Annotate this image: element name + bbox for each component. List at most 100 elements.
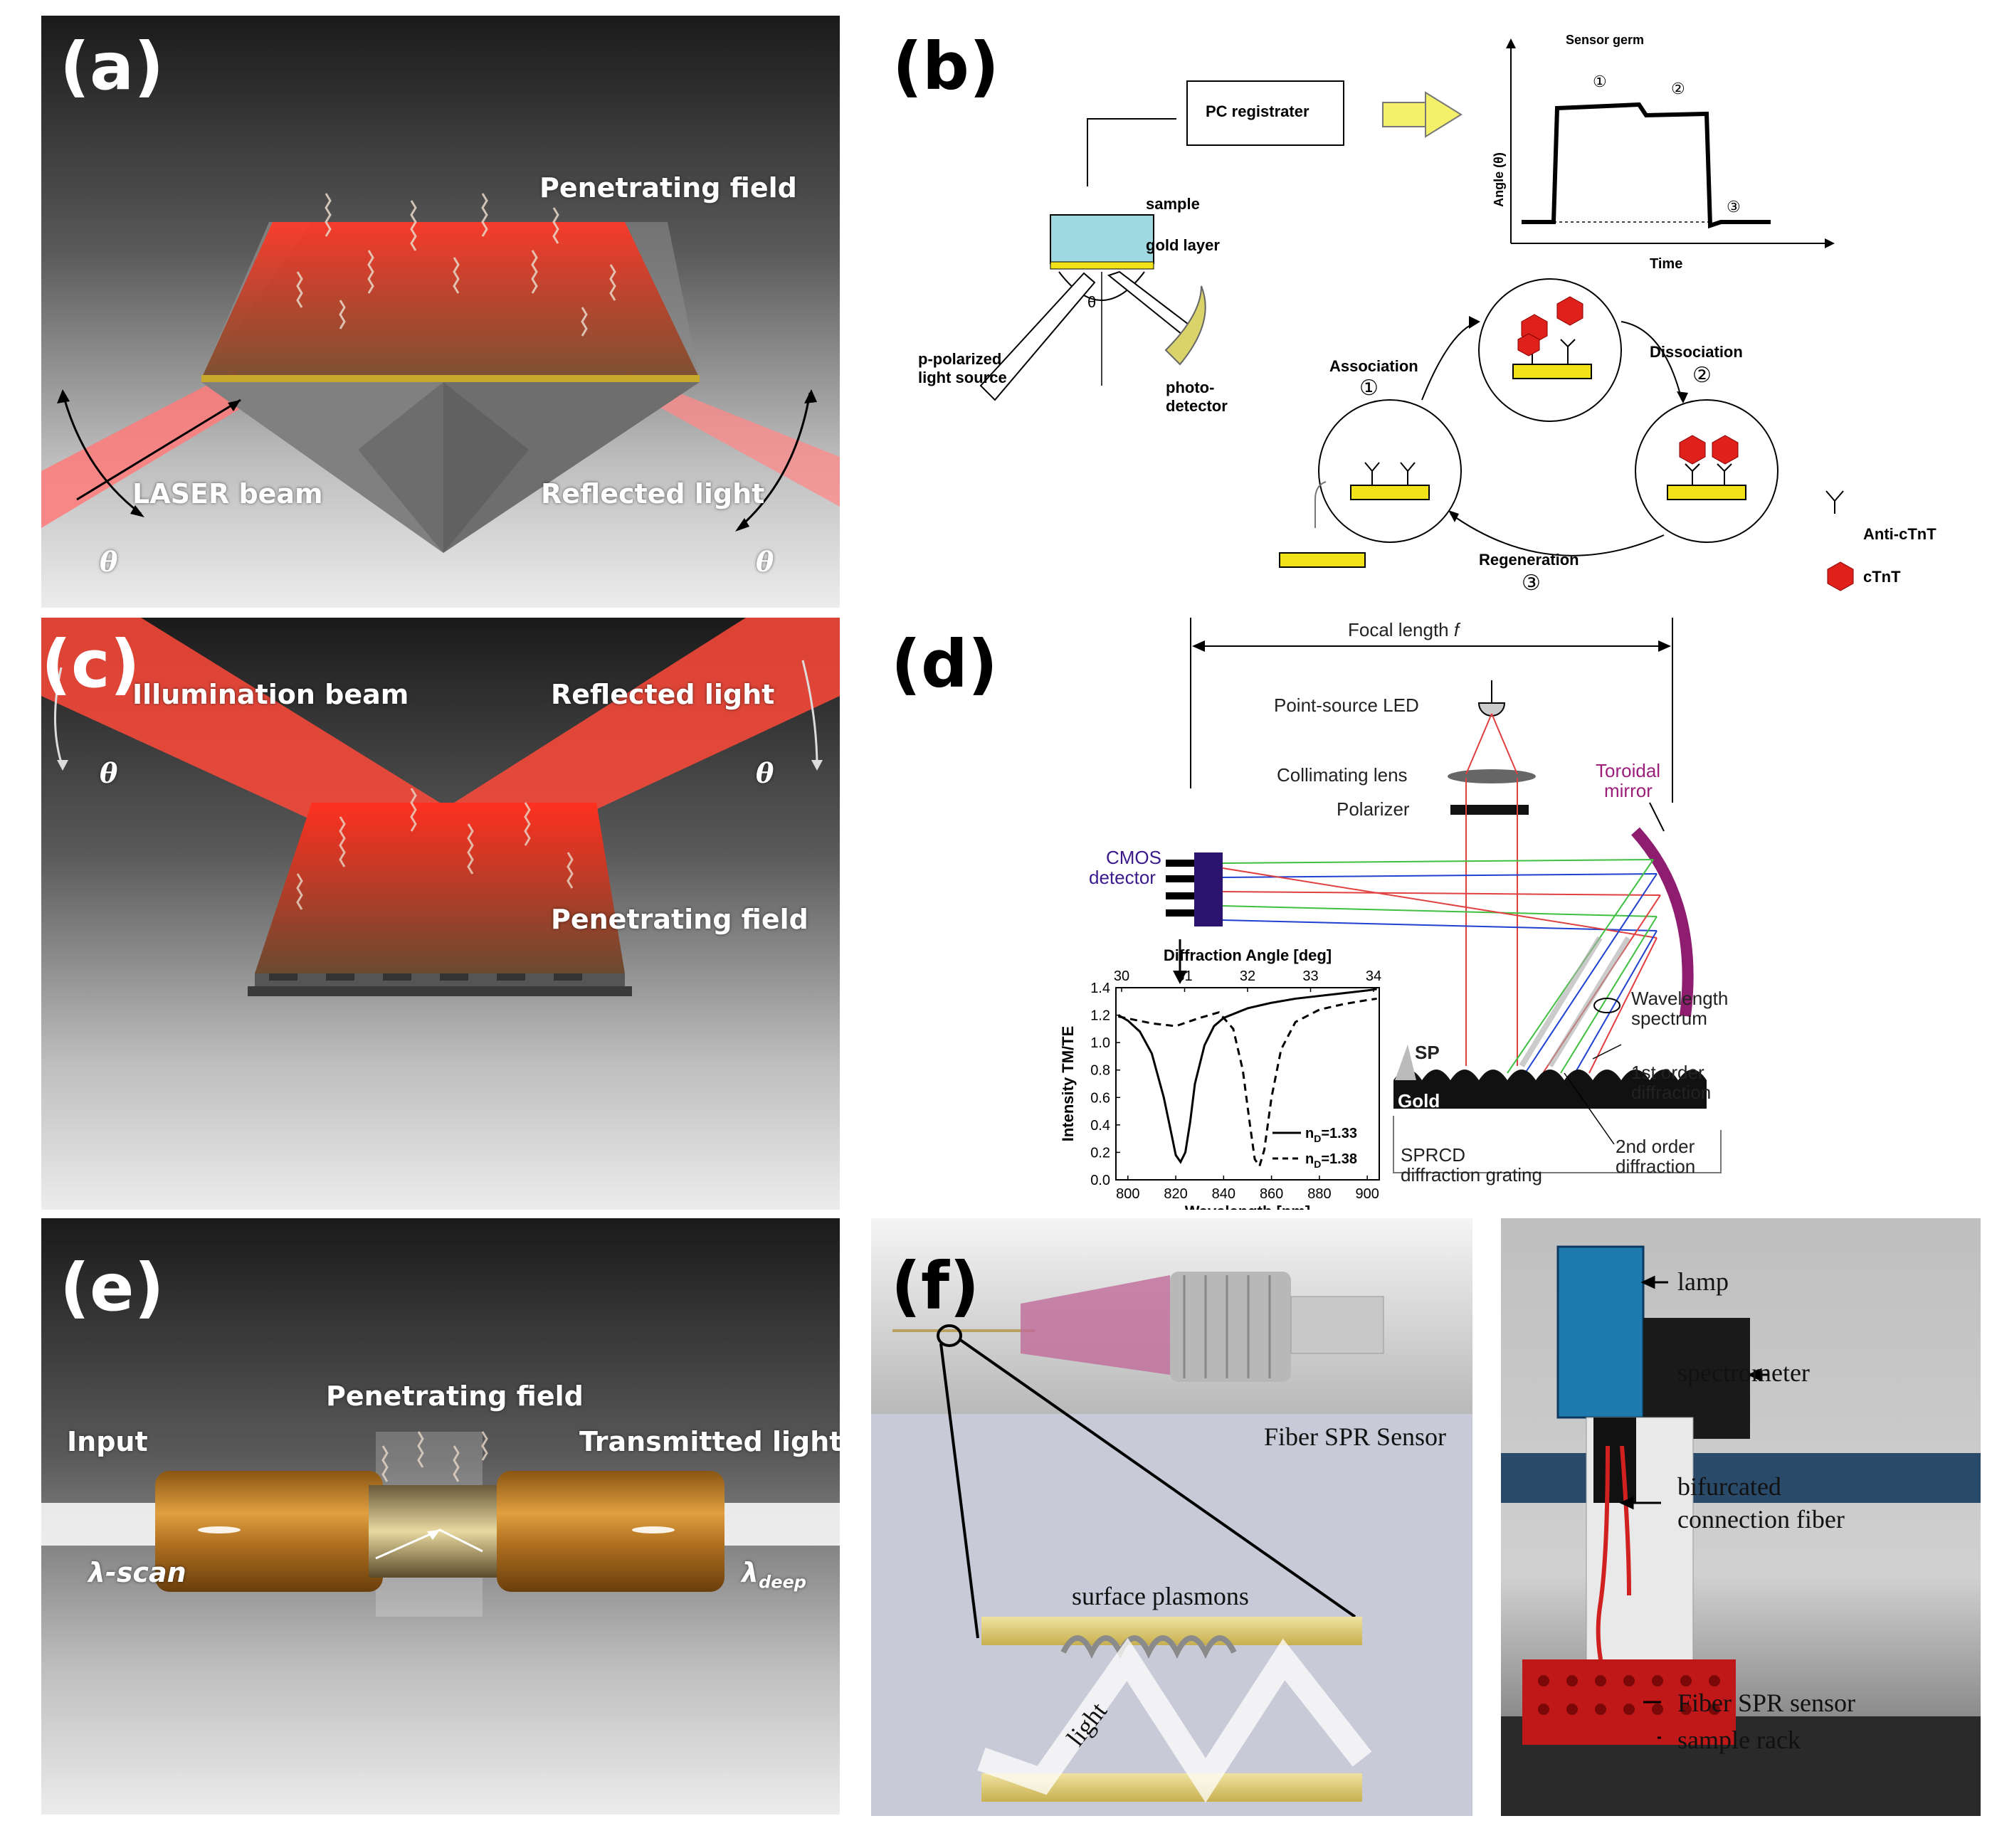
panel-label: (c) — [41, 626, 140, 702]
toroidal-mirror-label-2: mirror — [1604, 780, 1653, 801]
graph-xlabel: Time — [1650, 256, 1683, 272]
penetrating-field-label: Penetrating field — [539, 172, 797, 204]
panel-label: (d) — [891, 626, 998, 702]
x-tick-label: 900 — [1355, 1186, 1379, 1202]
wavelength-spectrum-label-1: Wavelength — [1631, 988, 1729, 1009]
y-tick-label: 0.8 — [1090, 1063, 1110, 1079]
first-order-label-2: diffraction — [1631, 1082, 1712, 1103]
fiber-spr-sensor-label: Fiber SPR sensor — [1677, 1689, 1856, 1717]
sample-rack-label: sample rack — [1677, 1726, 1801, 1754]
graph-marker-1: ① — [1593, 73, 1607, 90]
series-line-1 — [1117, 988, 1377, 1164]
top-tick-label: 34 — [1366, 968, 1381, 984]
grating-label-2: diffraction grating — [1401, 1164, 1542, 1186]
lambda-deep-sub: deep — [759, 1572, 806, 1593]
top-tick-label: 33 — [1302, 968, 1318, 984]
dissociation-marker: ② — [1692, 364, 1712, 387]
lambda-deep-label: λdeep — [742, 1557, 806, 1593]
surface-plasmons-label: surface plasmons — [1072, 1582, 1249, 1610]
y-axis-label: Intensity TM/TE — [1059, 1026, 1077, 1142]
graph-title: Sensor germ — [1566, 33, 1645, 47]
x-tick-label: 800 — [1116, 1186, 1139, 1202]
gold-layer-label: gold layer — [1146, 236, 1220, 254]
sample-label: sample — [1146, 195, 1200, 213]
y-tick-label: 0.0 — [1090, 1173, 1110, 1188]
legend-ctnt: cTnT — [1863, 568, 1901, 586]
series-line-2 — [1118, 997, 1377, 1169]
theta-right-label: θ — [756, 546, 774, 578]
reflected-light-label: Reflected light — [551, 679, 775, 710]
graph-ylabel: Angle (θ) — [1491, 152, 1506, 207]
panel-label: (a) — [60, 28, 164, 105]
dissociation-label: Dissociation — [1650, 343, 1743, 361]
theta-label: θ — [1087, 293, 1097, 311]
photodetector-label-2: detector — [1166, 397, 1228, 415]
top-tick-label: 31 — [1176, 968, 1192, 984]
lamp-label: lamp — [1677, 1267, 1729, 1296]
x-tick-label: 860 — [1260, 1186, 1283, 1202]
bifurcated-label-2: connection fiber — [1677, 1505, 1845, 1533]
x-axis-label: Wavelength [nm] — [1185, 1203, 1310, 1210]
y-tick-label: 1.2 — [1090, 1008, 1110, 1024]
panel-d: 800 820 840 860 880 900 0.0 0.2 0.4 0.6 0.8 1.0 1.2 1… — [881, 618, 1981, 1210]
x-tick-label: 840 — [1212, 1186, 1235, 1202]
bifurcated-label-1: bifurcated — [1677, 1472, 1781, 1501]
transmitted-light-label: Transmitted light — [579, 1426, 840, 1457]
association-marker: ① — [1359, 376, 1379, 400]
first-order-label-1: 1st order — [1631, 1062, 1704, 1083]
legend-anti-ctnt: Anti-cTnT — [1863, 525, 1936, 543]
y-tick-label: 1.0 — [1090, 1035, 1110, 1051]
graph-marker-2: ② — [1671, 80, 1685, 97]
fiber-illustration-e — [41, 1431, 840, 1617]
fiber-spr-sensor-title: Fiber SPR Sensor — [1264, 1422, 1447, 1451]
lambda-deep-symbol: λ — [742, 1557, 759, 1588]
lambda-scan-label: λ-scan — [88, 1557, 186, 1588]
transmission-chart: 800 820 840 860 880 900 0.0 0.2 0.4 0.6 0.8 1.0 1.2 1… — [1059, 946, 1381, 1210]
grating-illustration-c — [41, 618, 840, 996]
theta-left-label: θ — [100, 546, 118, 578]
panel-label: (b) — [892, 28, 999, 105]
y-tick-label: 0.4 — [1090, 1118, 1110, 1134]
input-label: Input — [67, 1426, 148, 1457]
second-order-label-2: diffraction — [1616, 1156, 1696, 1177]
association-label: Association — [1329, 357, 1418, 375]
cmos-detector-label-1: CMOS — [1106, 847, 1161, 868]
pc-registrater-label: PC registrater — [1206, 102, 1309, 120]
x-tick-label: 820 — [1164, 1186, 1187, 1202]
panel-f: (f) Fiber SPR Sensor surface plasmons li… — [871, 1218, 1981, 1816]
sprcd-schematic-d: 800 820 840 860 880 900 0.0 0.2 0.4 0.6 0.8 1.0 1.2 1… — [1059, 618, 1722, 1210]
penetrating-field-label: Penetrating field — [551, 904, 808, 935]
x-tick-label: 880 — [1307, 1186, 1331, 1202]
y-tick-label: 0.2 — [1090, 1145, 1110, 1161]
panel-b: (b) PC registrater sample gold layer θ p… — [881, 16, 1981, 608]
setup-photo-drawing — [1501, 1245, 1981, 1816]
illumination-beam-label: Illumination beam — [132, 679, 409, 710]
spectrometer-label: spectrometer — [1677, 1358, 1810, 1387]
prism-illustration-a — [41, 193, 840, 553]
photodetector-label-1: photo- — [1166, 379, 1215, 396]
light-source-label-1: p-polarized — [918, 350, 1002, 368]
wavelength-spectrum-label-2: spectrum — [1631, 1008, 1707, 1029]
led-label: Point-source LED — [1274, 695, 1419, 716]
cmos-detector-label-2: detector — [1089, 867, 1156, 888]
fiber-sensor-drawing — [892, 1272, 1384, 1803]
gold-label: Gold — [1398, 1090, 1440, 1112]
y-tick-label: 0.6 — [1090, 1090, 1110, 1106]
panel-a: (a) Penetrating field LASER beam Reflect… — [41, 16, 840, 608]
regeneration-marker: ③ — [1522, 571, 1541, 595]
top-tick-label: 30 — [1114, 968, 1129, 984]
top-axis-label: Diffraction Angle [deg] — [1164, 946, 1332, 964]
graph-marker-3: ③ — [1727, 198, 1741, 216]
y-tick-label: 1.4 — [1090, 981, 1110, 996]
theta-right-label: θ — [756, 757, 774, 789]
second-order-label-1: 2nd order — [1616, 1136, 1695, 1157]
panel-label: (e) — [60, 1250, 164, 1326]
regeneration-label: Regeneration — [1479, 551, 1579, 569]
setup-photo: lamp spectrometer bifurcated connection … — [1501, 1218, 1981, 1816]
theta-left-label: θ — [100, 757, 118, 789]
grating-label-1: SPRCD — [1401, 1144, 1466, 1166]
panel-label: (f) — [891, 1248, 980, 1324]
spr-schematic-b — [979, 38, 1854, 591]
penetrating-field-label: Penetrating field — [326, 1380, 584, 1412]
sp-label: SP — [1415, 1042, 1440, 1063]
